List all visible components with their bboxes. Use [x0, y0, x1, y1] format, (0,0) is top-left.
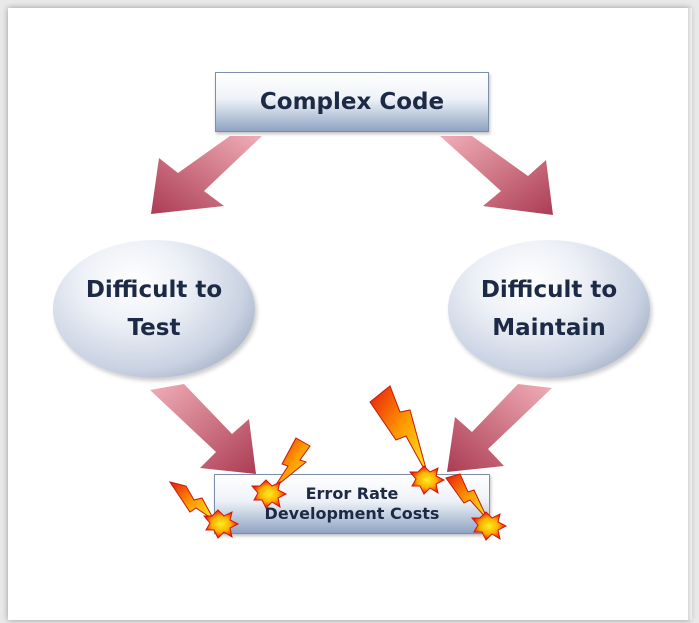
difficult-to-test-node: Difficult to Test	[53, 240, 255, 378]
complex-code-label: Complex Code	[259, 89, 445, 115]
development-costs-label: Development Costs	[264, 504, 440, 523]
difficult-to-test-line1: Difficult to	[85, 277, 223, 303]
arrow-bottom-left	[150, 384, 256, 474]
arrow-bottom-right	[447, 384, 552, 472]
difficult-to-test-line2: Test	[127, 315, 181, 341]
complex-code-box: Complex Code	[215, 72, 489, 132]
lightning-bolt-icon	[445, 473, 508, 541]
difficult-to-maintain-line2: Maintain	[492, 315, 606, 341]
lightning-bolt-icon	[168, 481, 240, 539]
arrow-top-left	[151, 136, 262, 214]
difficult-to-maintain-line1: Difficult to	[480, 277, 618, 303]
error-rate-label: Error Rate	[305, 484, 399, 503]
consequences-box: Error Rate Development Costs	[214, 474, 490, 534]
canvas-edge	[688, 8, 692, 620]
difficult-to-maintain-node: Difficult to Maintain	[448, 240, 650, 378]
lightning-bolt-icon	[369, 385, 446, 495]
lightning-bolt-icon	[250, 437, 311, 509]
arrow-top-right	[440, 136, 553, 215]
